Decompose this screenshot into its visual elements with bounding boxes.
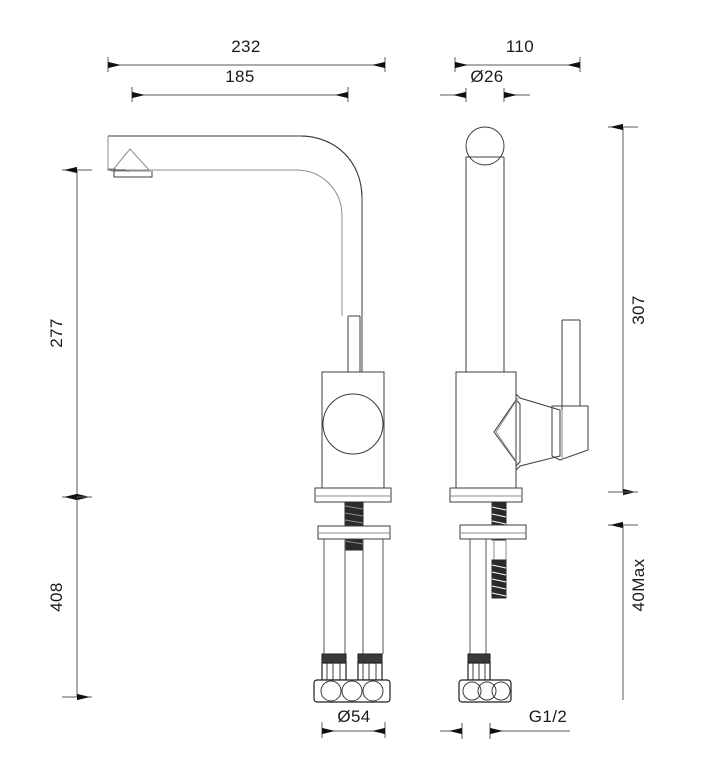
lever-grip [551, 405, 589, 461]
mounting-flange-top [314, 487, 392, 503]
dim-277-label: 277 [47, 318, 66, 348]
dim-d54-label: Ø54 [337, 707, 370, 726]
supply-hoses [323, 539, 384, 654]
handle-wedge-outer [515, 393, 561, 471]
dimension-40max: 40Max [608, 491, 648, 700]
side-lock-nut-plate [459, 524, 527, 540]
dim-232-label: 232 [231, 37, 261, 56]
dim-408-label: 408 [47, 582, 66, 612]
dimension-110: 110 [454, 37, 581, 72]
spout-end-face [107, 136, 116, 170]
dimension-g12: G1/2 [440, 707, 570, 739]
dim-40max-label: 40Max [629, 558, 648, 611]
side-view-part [449, 126, 589, 703]
dim-110-label: 110 [506, 37, 534, 56]
faucet-body [321, 371, 385, 489]
side-body [455, 371, 517, 489]
aerator-collar [113, 171, 153, 178]
dimension-185: 185 [131, 67, 349, 102]
dim-307-label: 307 [629, 295, 648, 325]
side-supply-hoses [469, 539, 487, 654]
spout-outer-bend [299, 135, 363, 199]
side-mounting-flange [449, 487, 523, 503]
spout-column [465, 156, 505, 372]
spout-top-cap [465, 126, 505, 166]
dim-185-label: 185 [225, 67, 255, 86]
spout-inner-profile [126, 169, 343, 316]
handle-wedge-notch-shadow [495, 397, 519, 465]
side-hose-connector [467, 653, 491, 681]
hose-connector-left [321, 653, 347, 681]
hose-connector-right [357, 653, 383, 681]
dimension-d54: Ø54 [321, 707, 386, 738]
inlet-base-block [313, 679, 391, 703]
side-inlet-base-block [458, 679, 512, 703]
dimension-d26: Ø26 [440, 67, 530, 102]
inner-cartridge-stem [347, 315, 361, 372]
handle-wedge-notch [493, 399, 517, 463]
dim-d26-label: Ø26 [470, 67, 503, 86]
handle-wedge-inner [515, 394, 521, 470]
dimension-277: 277 [47, 166, 92, 501]
aerator-triangle [110, 148, 152, 172]
dimension-232: 232 [107, 37, 386, 72]
dim-g12-label: G1/2 [529, 707, 567, 726]
lever-arm [561, 319, 581, 410]
stud-shaft [493, 539, 507, 560]
front-view-part [107, 135, 392, 703]
dimension-307: 307 [608, 123, 648, 496]
handle-pivot-circle [322, 393, 384, 455]
dimension-408: 408 [47, 493, 92, 701]
side-thread-hatch-lower [491, 564, 507, 597]
